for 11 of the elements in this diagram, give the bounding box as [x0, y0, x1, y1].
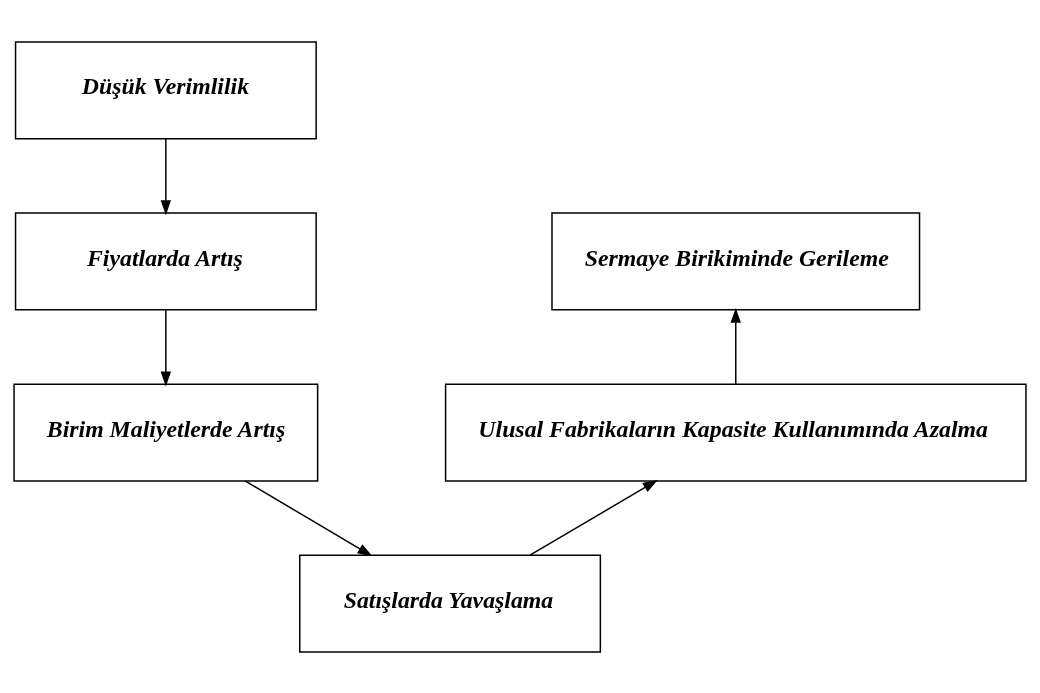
arrow: [730, 307, 741, 385]
node-box: Satışlarda Yavaşlama: [299, 554, 602, 653]
node-box: Birim Maliyetlerde Artış: [13, 382, 319, 482]
arrow: [160, 137, 172, 215]
node-box: Düşük Verimlilik: [14, 40, 317, 139]
arrow: [160, 308, 172, 386]
node-box: Ulusal Fabrikaların Kapasite Kullanımında Azalma: [444, 382, 1027, 482]
arrow: [529, 479, 658, 556]
node-box: Fiyatlarda Artış: [14, 211, 317, 311]
node-box: Sermaye Birikiminde Gerileme: [551, 211, 921, 311]
arrow: [244, 479, 373, 556]
